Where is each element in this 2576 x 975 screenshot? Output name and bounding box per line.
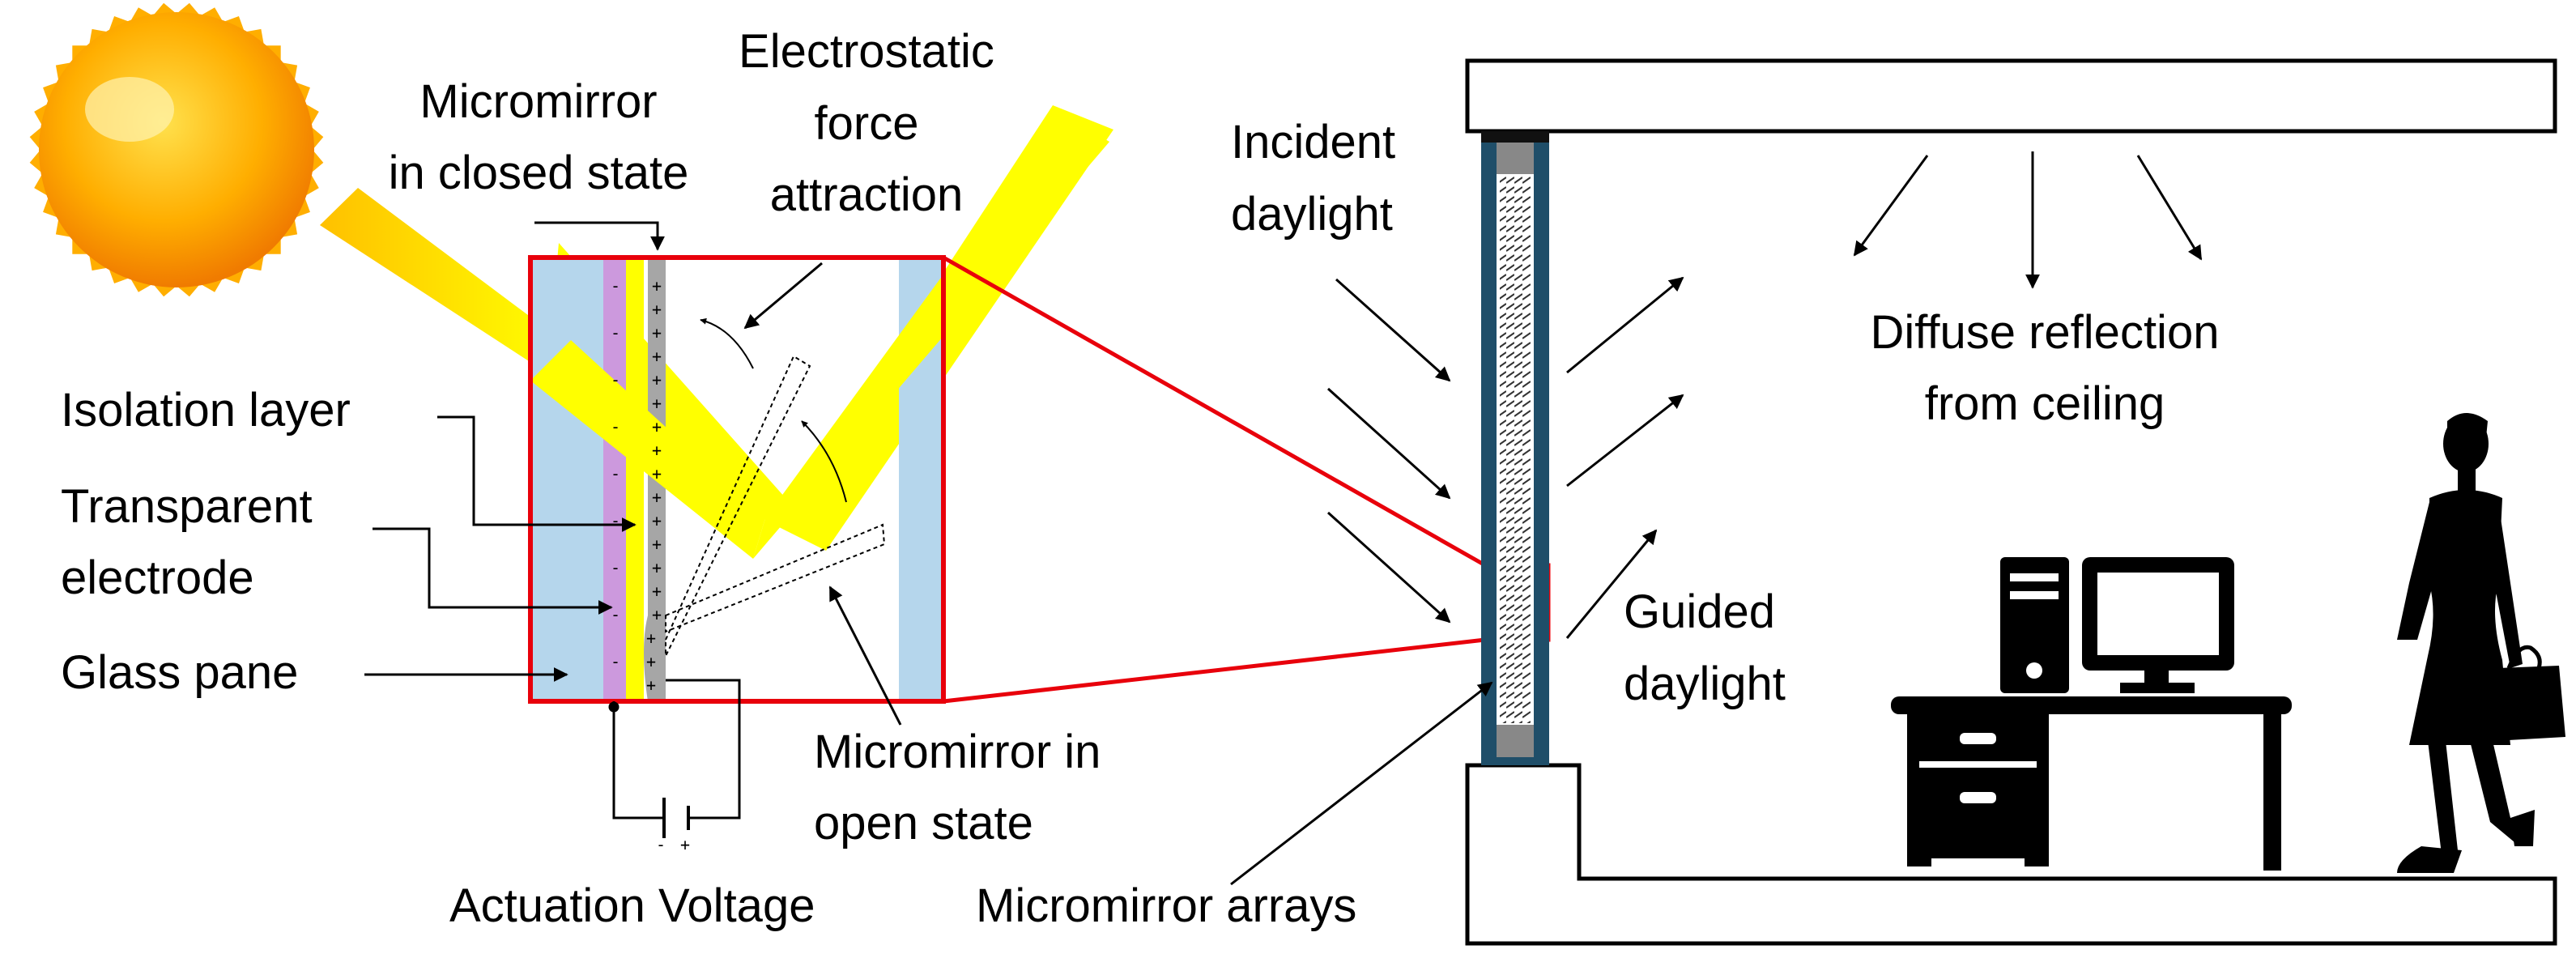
zoom-frame [528,255,946,704]
positive-charge: + [652,581,662,601]
label-incident-1: Incident [1231,116,1395,168]
label-electrostatic-1: Electrostatic [739,25,994,78]
room [1465,58,2557,946]
positive-charge: + [652,417,662,436]
positive-charge: + [646,652,656,671]
label-micromirror-closed-1: Micromirror [419,75,657,128]
label-electrostatic-2: force [815,97,919,150]
positive-charge: + [652,511,662,530]
zoom-connector [942,255,1551,704]
label-micromirror-closed-2: in closed state [389,147,689,199]
positive-charge: + [652,323,662,343]
arrow-electrostatic [743,262,823,330]
positive-charge: + [652,558,662,577]
arrow-isolation [437,415,637,532]
negative-charge: - [611,511,620,530]
arrow-open-mirror [828,585,902,726]
negative-charge: - [611,370,620,390]
micromirror-cross-section: - - - - - - - - - + + + + + + + + + + + + + + + + + + [528,113,1109,704]
arrow-closed-mirror [534,221,665,251]
glass-pane-left [530,258,603,701]
label-electrostatic-3: attraction [770,168,964,221]
label-micromirror-open-1: Micromirror in [814,726,1101,778]
svg-text:+: + [680,835,690,854]
positive-charge: + [652,370,662,390]
positive-charge: + [652,534,662,554]
label-transparent-2: electrode [61,551,254,604]
negative-charge: - [611,276,620,296]
isolation-layer-strip [603,258,626,701]
negative-charge: - [611,558,620,577]
guided-arrow-3 [1565,529,1658,639]
floor [1465,763,2557,946]
computer-tower-icon [2000,557,2069,693]
label-diffuse-1: Diffuse reflection [1871,306,2220,359]
positive-charge: + [646,675,656,695]
incident-arrow-3 [1326,511,1451,624]
negative-charge: - [611,464,620,483]
label-glass-pane: Glass pane [61,646,298,699]
positive-charge: + [652,441,662,460]
guided-arrow-1 [1566,276,1684,374]
arrays-arrow [1230,681,1493,886]
label-actuation-voltage: Actuation Voltage [449,879,815,932]
incident-arrow-2 [1326,387,1451,500]
incident-arrow-1 [1335,278,1451,382]
battery-icon [662,798,690,838]
label-micromirror-open-2: open state [814,797,1033,849]
diffuse-arrow-1 [1853,155,1929,257]
label-isolation-layer: Isolation layer [61,384,351,436]
labels: Micromirror in closed state Electrostati… [61,25,2219,932]
sun-icon [29,2,324,297]
negative-charge: - [611,652,620,671]
positive-charge: + [652,605,662,624]
negative-charge: - [611,417,620,436]
woman-silhouette-icon [2397,413,2565,873]
arrow-electrode [373,527,613,615]
positive-charge: + [652,276,662,296]
negative-charge: - [611,323,620,343]
positive-charge: + [646,628,656,648]
label-micromirror-arrays: Micromirror arrays [976,879,1356,932]
actuation-circuit [608,679,741,838]
label-diffuse-2: from ceiling [1925,377,2165,430]
label-incident-2: daylight [1231,188,1393,241]
label-guided-2: daylight [1624,658,1786,710]
ceiling [1465,58,2557,134]
positive-charge: + [652,300,662,319]
label-guided-1: Guided [1624,585,1775,638]
positive-charge: + [652,464,662,483]
positive-charge: + [652,394,662,413]
monitor-icon [2082,557,2234,693]
transparent-electrode-strip [626,258,644,701]
window [1481,131,1549,765]
svg-text:-: - [656,835,666,854]
micromirror-bend [644,615,666,701]
guided-arrow-2 [1566,394,1684,487]
label-transparent-1: Transparent [61,480,313,533]
positive-charge: + [652,347,662,366]
desk-icon [1891,696,2292,871]
diffuse-arrow-3 [2136,155,2203,261]
positive-charge: + [652,487,662,507]
negative-charge: - [611,605,620,624]
